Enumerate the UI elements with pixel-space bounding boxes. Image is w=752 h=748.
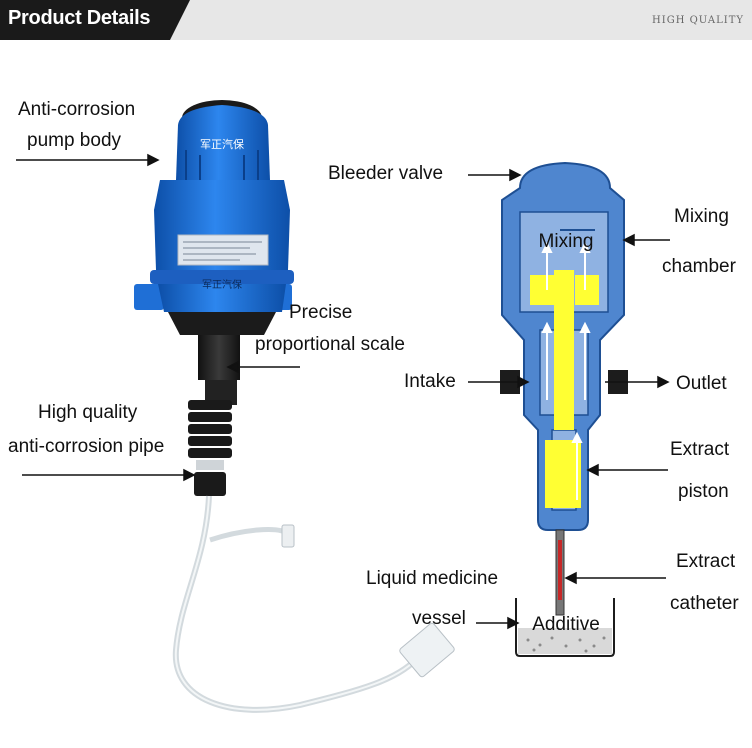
pump-body-label-line1: Anti-corrosion [18, 99, 136, 120]
pipe-label-line2: anti-corrosion pipe [8, 436, 165, 457]
mixing-inner-label: Mixing [539, 231, 594, 252]
pump-body-label-line2: pump body [27, 130, 122, 151]
vessel-label-line1: Liquid medicine [366, 568, 499, 589]
banner-tagline: HIGH QUALITY [652, 15, 744, 26]
pump-brand-top: 军正汽保 [200, 137, 244, 151]
mixing-chamber-label-line2: chamber [662, 256, 736, 277]
vessel-label-line2: vessel [412, 608, 466, 629]
banner-tab-shape [0, 0, 190, 40]
mixing-chamber-label-line1: Mixing [674, 206, 729, 227]
additive-label: Additive [532, 614, 600, 635]
outlet-label: Outlet [676, 373, 727, 394]
banner-title: Product Details [8, 7, 151, 29]
extract-piston-label-line1: Extract [670, 439, 730, 460]
extract-catheter-label-line2: catheter [670, 593, 739, 614]
pipe-label-line1: High quality [38, 402, 138, 423]
cross-section-diagram [500, 161, 628, 657]
scale-label-line2: proportional scale [255, 334, 405, 355]
pump-brand-bottom: 军正汽保 [202, 278, 242, 291]
header-banner: Product Details HIGH QUALITY [0, 0, 752, 40]
pump-photo [134, 100, 455, 713]
extract-piston-label-line2: piston [678, 481, 729, 502]
extract-catheter-label-line1: Extract [676, 551, 736, 572]
scale-label-line1: Precise [289, 302, 353, 323]
intake-label: Intake [404, 371, 456, 392]
left-arrows [16, 153, 300, 482]
bleeder-valve-label: Bleeder valve [328, 163, 444, 184]
diagram-arrows [468, 168, 670, 630]
